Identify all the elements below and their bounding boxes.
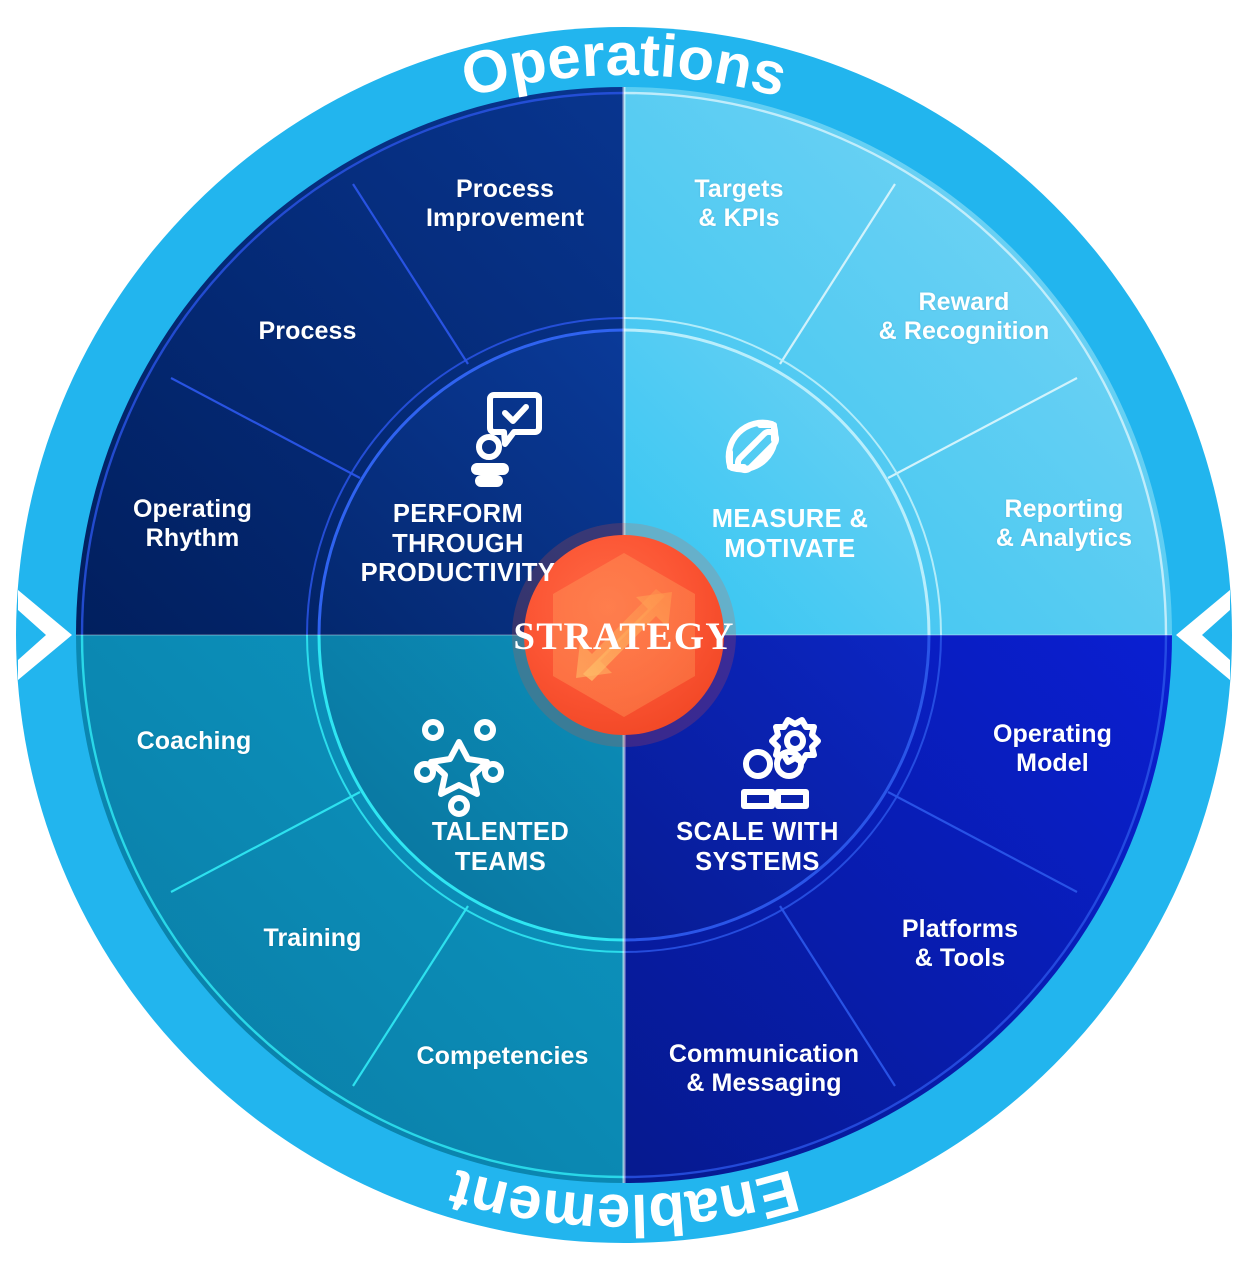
inner-quadrant-perform[interactable] (319, 330, 624, 635)
divider-tl-2 (170, 377, 361, 479)
center-strategy-label[interactable]: STRATEGY (513, 615, 735, 658)
feedback-chart-icon (471, 392, 542, 487)
people-gear-icon (741, 717, 821, 809)
inner-quadrant-scale[interactable] (624, 635, 929, 940)
inner-arc-br (623, 634, 931, 942)
outer-arc-tl (80, 91, 625, 636)
left-arrow-notch (18, 590, 72, 680)
inner-arc-tl (317, 328, 625, 636)
outer-arc-br (623, 634, 1168, 1179)
measure-refresh-icon (725, 419, 780, 474)
inner-quadrant-talented[interactable] (319, 635, 624, 940)
outer-arc-tr (623, 91, 1168, 636)
inner-arc-outline-tl (306, 317, 625, 636)
inner-arc-bl (317, 634, 625, 942)
arrow-down-icon (576, 589, 665, 678)
divider-bl-1 (170, 791, 361, 893)
star-team-icon (414, 719, 504, 817)
divider-br-2 (779, 905, 896, 1087)
outer-arc-bl (80, 634, 625, 1179)
inner-arc-tr (623, 328, 931, 636)
arrow-up-icon (583, 592, 672, 681)
divider-tl-1 (352, 183, 469, 365)
divider-tr-1 (779, 183, 896, 365)
right-arrow-notch (1176, 590, 1230, 680)
inner-arc-outline-bl (306, 634, 625, 953)
divider-bl-2 (352, 905, 469, 1087)
inner-arc-outline-tr (623, 317, 942, 636)
divider-br-1 (887, 791, 1078, 893)
inner-arc-outline-br (623, 634, 942, 953)
inner-quadrant-measure[interactable] (624, 330, 929, 635)
divider-tr-2 (887, 377, 1078, 479)
